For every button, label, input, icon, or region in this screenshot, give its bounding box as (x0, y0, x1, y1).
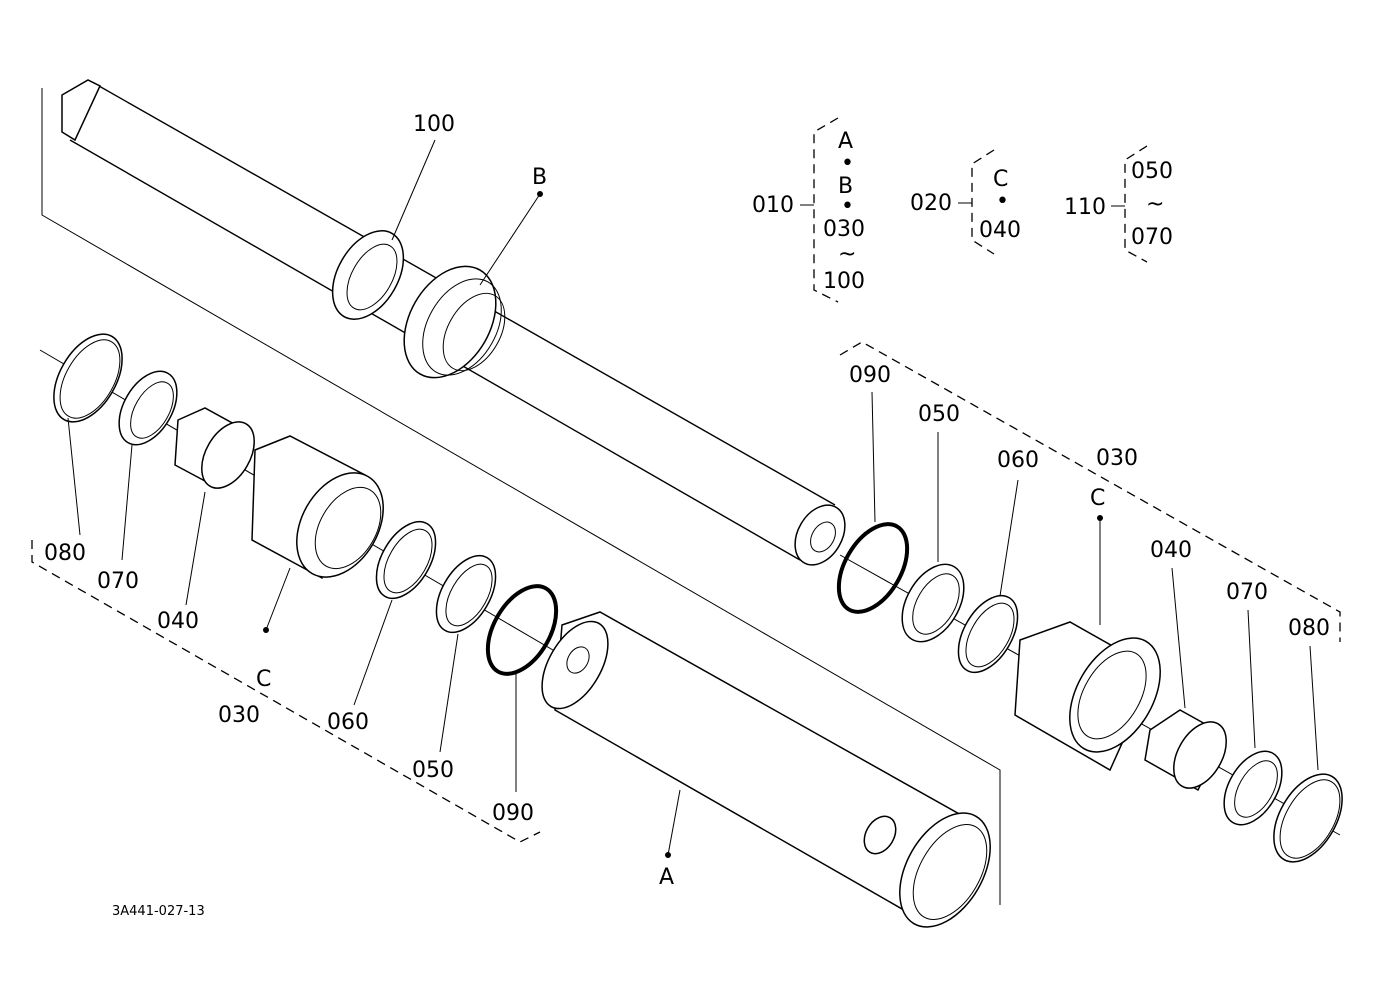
label-right-060: 060 (997, 448, 1039, 473)
label-right-080: 080 (1288, 616, 1330, 641)
legend-110-item-2: 070 (1131, 225, 1173, 250)
reference-frame (41, 88, 1001, 905)
label-left-030: 030 (218, 703, 260, 728)
legend-010-item-1: • (841, 151, 854, 176)
legend-010-number: 010 (752, 193, 794, 218)
legend-110-number: 110 (1064, 195, 1106, 220)
legend-020-item-1: • (996, 189, 1009, 214)
assembly-legend: 010 A • B • 030 ~ 100 020 C • 040 110 05… (752, 117, 1173, 303)
label-left-050: 050 (412, 758, 454, 783)
label-rod-100: 100 (413, 112, 455, 137)
left-gland-parts (39, 333, 571, 676)
label-right-070: 070 (1226, 580, 1268, 605)
label-left-c: C (256, 667, 271, 692)
legend-020-item-0: C (993, 167, 1008, 192)
drawing-code: 3A441-027-13 (112, 904, 205, 919)
label-left-090: 090 (492, 801, 534, 826)
label-right-090: 090 (849, 363, 891, 388)
legend-110-item-0: 050 (1131, 159, 1173, 184)
label-right-050: 050 (918, 402, 960, 427)
group-030-boxes (31, 341, 1341, 843)
piston-rod (61, 79, 846, 566)
label-tube-a: A (659, 865, 674, 890)
right-gland-parts (836, 522, 1343, 863)
cylinder-tube (541, 611, 991, 928)
legend-010-item-3: • (841, 194, 854, 219)
legend-010-item-5: ~ (838, 242, 856, 267)
label-left-060: 060 (327, 710, 369, 735)
label-left-040: 040 (157, 609, 199, 634)
label-left-080: 080 (44, 541, 86, 566)
legend-110-item-1: ~ (1146, 192, 1164, 217)
legend-010-item-6: 100 (823, 269, 865, 294)
legend-010-item-0: A (838, 129, 853, 154)
legend-020-item-2: 040 (979, 218, 1021, 243)
label-left-070: 070 (97, 569, 139, 594)
label-right-030: 030 (1096, 446, 1138, 471)
label-rod-b: B (532, 165, 547, 190)
label-right-c: C (1090, 486, 1105, 511)
leader-lines (67, 139, 1319, 858)
legend-010-item-4: 030 (823, 217, 865, 242)
label-right-040: 040 (1150, 538, 1192, 563)
part-labels: 100 B 080 070 040 C 030 060 050 090 A 09… (44, 112, 1330, 890)
legend-010-item-2: B (838, 174, 853, 199)
legend-020-number: 020 (910, 191, 952, 216)
